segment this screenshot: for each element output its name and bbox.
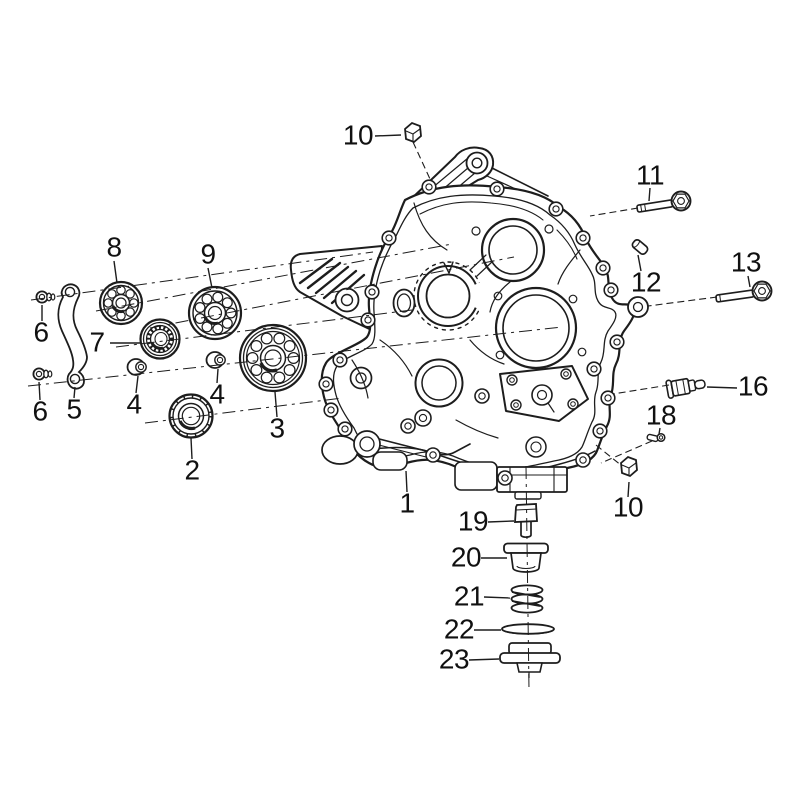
part-callout-label-3-15: 3 (269, 412, 284, 443)
part-callout-label-11-1: 11 (636, 159, 664, 190)
part-callout-label-4-13: 4 (126, 388, 141, 419)
callout-leader-line (405, 470, 408, 493)
part-callout-label-10-6: 10 (613, 491, 643, 522)
part-6-screw-lower (32, 367, 53, 381)
dashed-leader-line (612, 384, 670, 395)
axis-center-line (27, 326, 563, 387)
part-4-nut-right (205, 351, 226, 369)
callout-leader-line (73, 386, 76, 399)
part-7-needle-bearing (139, 318, 181, 360)
crankcase-pump-plate (499, 365, 589, 422)
dashed-leader-layer (412, 141, 718, 467)
crankcase-gasket-line (332, 194, 617, 471)
crankcase-gasket-line-2 (419, 201, 578, 260)
part-21-spring (510, 584, 544, 614)
callout-leader-line (487, 520, 515, 523)
axis-center-line (95, 243, 453, 312)
crankcase-crank-bore (413, 261, 490, 331)
part-callout-label-5-12: 5 (66, 393, 81, 424)
crankcase-rib-lines (351, 202, 581, 439)
axis-center-line (525, 465, 530, 691)
axis-lines-layer (27, 243, 563, 691)
crankcase-top-bore (471, 217, 554, 283)
part-12-dowel-pin (631, 238, 649, 256)
part-16-fitting (665, 377, 706, 399)
part-18-pin (646, 432, 666, 443)
part-callout-label-7-10: 7 (89, 326, 104, 357)
part-callout-label-10-0: 10 (343, 119, 373, 150)
part-callout-label-9-8: 9 (200, 238, 215, 269)
part-callout-label-19-18: 19 (458, 505, 488, 536)
callout-leader-line (658, 427, 661, 435)
dashed-leader-line (600, 440, 653, 464)
axis-center-line (115, 309, 413, 348)
callout-leader-line (274, 391, 278, 418)
part-callout-label-8-7: 8 (106, 231, 121, 262)
part-13-bolt (715, 280, 773, 303)
part-23-cap (499, 642, 561, 678)
crankcase-small-bore (392, 288, 416, 318)
part-6-screw-upper (35, 290, 56, 304)
callout-leader-line (637, 254, 642, 272)
callout-leader-line (483, 596, 511, 599)
part-20-tappet (503, 542, 549, 573)
callout-leader-line (216, 368, 219, 384)
dashed-leader-line (595, 444, 623, 467)
part-8-ball-bearing (98, 280, 144, 326)
part-callout-label-22-21: 22 (444, 613, 474, 644)
callout-leader-line (374, 134, 402, 137)
axis-center-line (144, 397, 343, 424)
part-callout-label-21-20: 21 (454, 580, 484, 611)
part-callout-label-23-22: 23 (439, 643, 469, 674)
callout-leader-line (207, 267, 213, 289)
crankcase-lower-bore (349, 358, 464, 408)
callout-leader-line (706, 386, 738, 389)
callout-leader-line (38, 381, 41, 401)
part-10-plug-upper (404, 121, 422, 144)
part-callout-label-20-19: 20 (451, 541, 481, 572)
part-callout-label-6-9: 6 (33, 316, 48, 347)
part-callout-label-16-4: 16 (738, 370, 768, 401)
part-5-lock-plate (57, 283, 88, 390)
part-10-plug-lower (620, 455, 638, 478)
callout-leader-line (135, 375, 139, 394)
dashed-leader-line (647, 296, 718, 307)
part-callout-label-2-16: 2 (184, 454, 199, 485)
part-callout-label-18-5: 18 (646, 399, 676, 430)
part-1-crankcase (289, 146, 649, 500)
callout-leader-line (747, 275, 751, 288)
part-2-oil-seal (168, 393, 214, 439)
part-callout-label-1-17: 1 (399, 487, 414, 518)
axis-center-line (149, 256, 515, 329)
part-9-ball-bearing (187, 285, 243, 341)
crankcase-bolt-bosses (318, 179, 649, 486)
part-3-ball-bearing (238, 323, 308, 393)
callout-leader-line (113, 260, 118, 284)
part-callout-label-12-2: 12 (631, 266, 661, 297)
part-4-nut-left (126, 358, 147, 376)
dashed-leader-line (589, 207, 639, 217)
part-callout-label-4-14: 4 (209, 378, 224, 409)
part-11-bolt (636, 190, 692, 213)
part-19-oil-bolt (514, 503, 538, 539)
dashed-leader-line (412, 141, 431, 180)
axis-center-line (30, 251, 374, 301)
part-callout-label-6-11: 6 (32, 395, 47, 426)
callout-leader-line (648, 187, 651, 202)
callout-leader-line (468, 658, 500, 661)
callout-leader-line (627, 481, 630, 498)
callout-leader-line (190, 437, 193, 460)
part-callout-label-13-3: 13 (731, 246, 761, 277)
